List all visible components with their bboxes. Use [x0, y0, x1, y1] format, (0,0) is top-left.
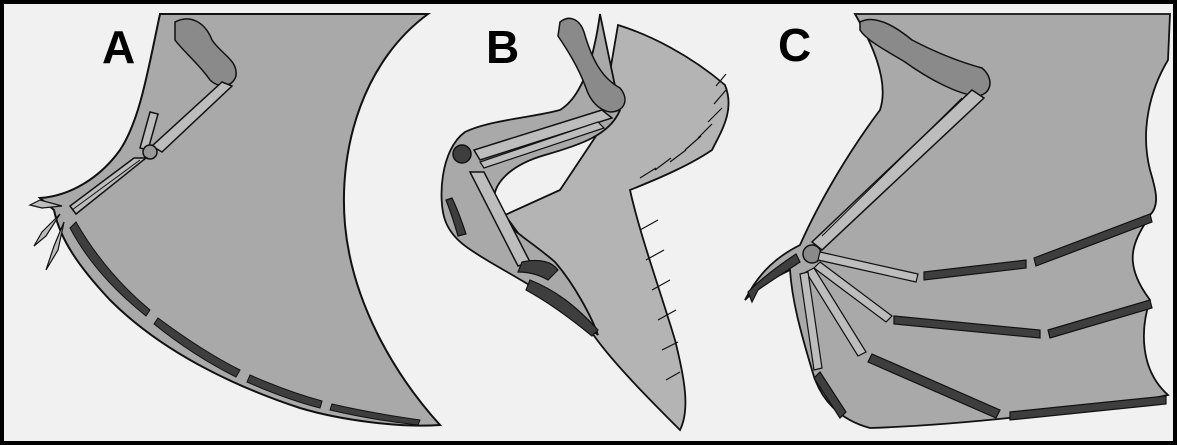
panel-label-b: B: [486, 24, 519, 70]
panel-b-wrist: [453, 145, 471, 163]
panel-a-wrist: [143, 145, 157, 159]
panel-label-c: C: [778, 22, 811, 68]
panel-label-a: A: [102, 24, 135, 70]
